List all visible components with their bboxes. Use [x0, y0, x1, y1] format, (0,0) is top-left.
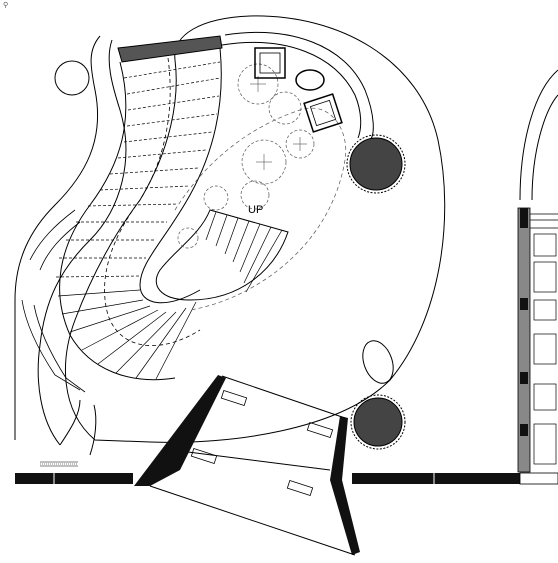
threshold-hatch	[40, 461, 78, 467]
glazing-band-inner	[33, 221, 86, 393]
bottom-wall-band	[15, 472, 558, 485]
ramp-wall-right	[330, 416, 360, 555]
partition-curve	[224, 32, 374, 141]
ramp-benches	[190, 389, 334, 497]
dashed-circles	[177, 63, 315, 249]
stair-up-label: UP	[248, 204, 263, 216]
stair-walkline	[104, 57, 201, 347]
oval-room-outline	[65, 15, 446, 443]
up-stair-outline	[155, 209, 289, 301]
up-stair-treads	[205, 211, 283, 293]
right-wall-strip	[517, 207, 531, 473]
oval-fixture	[295, 69, 325, 91]
glazing-band	[21, 209, 81, 391]
magnifier-icon[interactable]: ⚲	[3, 1, 9, 9]
small-circle	[54, 60, 90, 96]
circle-centers	[250, 76, 307, 170]
floor-ellipse	[362, 340, 394, 384]
column-upper	[346, 134, 406, 194]
curved-wall-bottom	[59, 399, 97, 456]
square-fixture-1	[254, 47, 286, 79]
partition-curve-2	[221, 41, 362, 139]
stair-inner-stringer	[139, 47, 222, 304]
stair-outer-stringer	[59, 61, 176, 381]
column-lower	[350, 394, 406, 450]
right-door-details	[530, 213, 558, 465]
stair-treads-upper	[55, 61, 221, 278]
ramp-wall-left	[134, 375, 226, 486]
top-landing-slab	[117, 35, 223, 63]
right-arch	[519, 69, 558, 201]
stair-treads-lower	[57, 289, 197, 380]
curved-wall-inner	[37, 39, 127, 446]
right-arch-inner	[531, 94, 558, 201]
square-fixture-2	[303, 93, 343, 133]
ramp-outline	[149, 375, 356, 556]
curved-wall-outer	[14, 35, 101, 440]
